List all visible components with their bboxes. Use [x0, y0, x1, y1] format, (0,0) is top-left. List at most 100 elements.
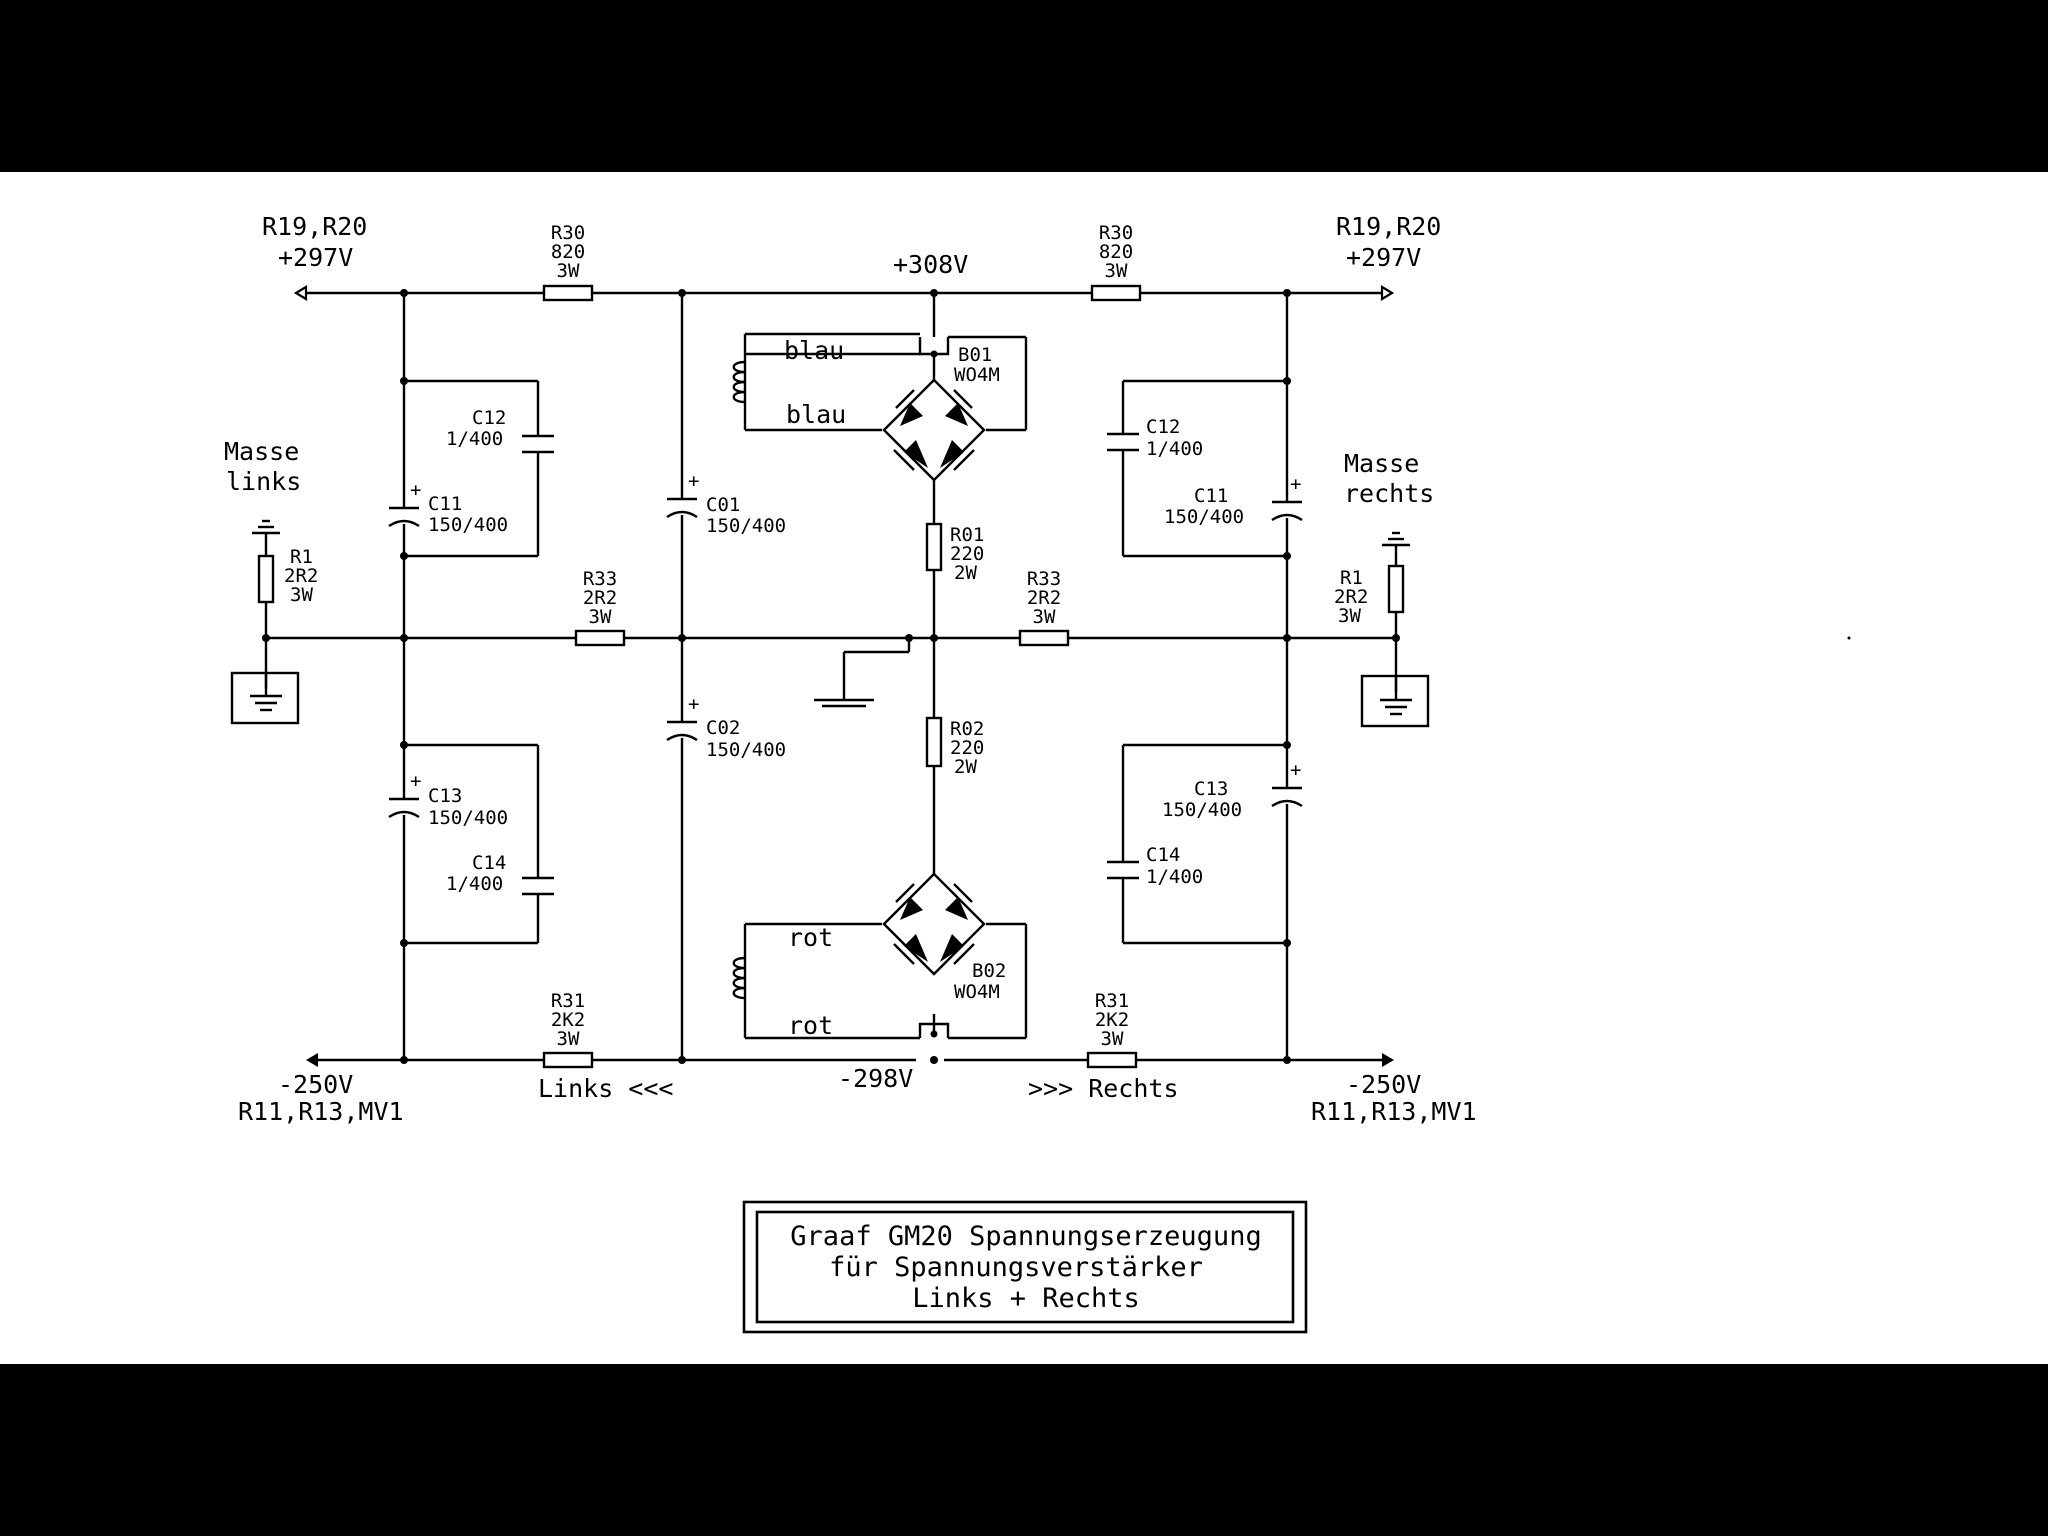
c14-left-value: 1/400: [446, 873, 503, 895]
ground-label-right-1: Masse: [1344, 449, 1419, 478]
terminal-plus297-right: [1380, 285, 1395, 301]
r31-right-power: 3W: [1101, 1028, 1124, 1050]
transformer-label-blau-bottom: blau: [786, 400, 846, 429]
r31-right-value: 2K2: [1095, 1009, 1129, 1031]
transformer-label-rot-top: rot: [788, 923, 833, 952]
r1-right-ref: R1: [1340, 567, 1363, 589]
net-voltage-bottom-right: -250V: [1346, 1070, 1421, 1099]
b02-ref: B02: [972, 960, 1006, 982]
r30-right-ref: R30: [1099, 222, 1133, 244]
capacitor-c12-left: [522, 434, 554, 454]
b02-type: WO4M: [954, 981, 1000, 1003]
resistor-r31-right: [1086, 1051, 1138, 1069]
wires: [264, 291, 1398, 1062]
r33-right-ref: R33: [1027, 568, 1061, 590]
junction-dots: [262, 289, 1851, 1064]
resistor-r31-left: [542, 1051, 594, 1069]
bridge-rectifier-b02: [882, 872, 986, 976]
net-voltage-top-left: +297V: [278, 243, 353, 272]
r01-power: 2W: [954, 562, 977, 584]
c13-left-value: 150/400: [428, 807, 508, 829]
c11-right-value: 150/400: [1164, 506, 1244, 528]
r02-value: 220: [950, 737, 984, 759]
terminal-minus250-right: [1382, 1053, 1394, 1067]
r1-left-value: 2R2: [284, 565, 318, 587]
capacitor-c13-left: [388, 797, 420, 819]
resistor-r33-right: [1018, 629, 1070, 647]
r33-left-ref: R33: [583, 568, 617, 590]
terminal-plus297-left: [293, 285, 308, 301]
c13-right-ref: C13: [1194, 778, 1228, 800]
r30-left-power: 3W: [557, 260, 580, 282]
r1-right-power: 3W: [1338, 605, 1361, 627]
r33-left-value: 2R2: [583, 587, 617, 609]
title-line-1: Graaf GM20 Spannungserzeugung: [790, 1221, 1261, 1252]
resistor-r01: [925, 522, 943, 572]
title-line-3: Links + Rechts: [912, 1283, 1140, 1314]
resistor-r1-left: [257, 554, 275, 604]
c01-ref: C01: [706, 494, 740, 516]
c13-right-value: 150/400: [1162, 799, 1242, 821]
ground-symbol-masse-left: [252, 519, 280, 535]
r30-left-ref: R30: [551, 222, 585, 244]
plus-c01: +: [688, 470, 699, 492]
capacitor-c11-left: [388, 506, 420, 528]
r30-right-power: 3W: [1105, 260, 1128, 282]
r33-right-value: 2R2: [1027, 587, 1061, 609]
schematic-diagram: + + + + + +: [224, 212, 1851, 1334]
transformer-winding-top: [732, 360, 746, 404]
resistor-r30-left: [542, 284, 594, 302]
capacitor-c02: [666, 720, 698, 742]
r02-ref: R02: [950, 718, 984, 740]
resistor-r02: [925, 716, 943, 768]
c13-left-ref: C13: [428, 785, 462, 807]
title-line-2: für Spannungsverstärker: [829, 1252, 1203, 1283]
net-voltage-top-right: +297V: [1346, 243, 1421, 272]
plus-c13-right: +: [1290, 759, 1301, 781]
net-ref-top-right: R19,R20: [1336, 212, 1441, 241]
chassis-ground-right: [1360, 674, 1430, 728]
ground-symbol-masse-right: [1382, 531, 1410, 547]
bridge-rectifier-b01: [882, 378, 986, 482]
resistor-r30-right: [1090, 284, 1142, 302]
net-ref-top-left: R19,R20: [262, 212, 367, 241]
resistor-r33-left: [574, 629, 626, 647]
capacitor-c14-left: [522, 876, 554, 896]
b01-ref: B01: [958, 344, 992, 366]
r1-left-ref: R1: [290, 546, 313, 568]
net-voltage-bottom-left: -250V: [278, 1070, 353, 1099]
r31-right-ref: R31: [1095, 990, 1129, 1012]
c01-value: 150/400: [706, 515, 786, 537]
r01-ref: R01: [950, 524, 984, 546]
bridge-rectifier-b02-diodes: [893, 883, 975, 965]
c02-ref: C02: [706, 717, 740, 739]
c12-left-ref: C12: [472, 407, 506, 429]
chassis-ground-left: [230, 671, 300, 725]
capacitor-c13-right: [1271, 786, 1303, 808]
capacitor-c12-right: [1107, 432, 1139, 452]
r33-right-power: 3W: [1033, 606, 1056, 628]
r31-left-power: 3W: [557, 1028, 580, 1050]
title-block: Graaf GM20 Spannungserzeugung für Spannu…: [742, 1200, 1308, 1334]
capacitor-c14-right: [1107, 860, 1139, 880]
capacitor-c01: [666, 497, 698, 519]
schematic-sheet: + + + + + +: [0, 172, 2048, 1364]
r33-left-power: 3W: [589, 606, 612, 628]
r31-left-value: 2K2: [551, 1009, 585, 1031]
ground-label-left-2: links: [226, 467, 301, 496]
r02-power: 2W: [954, 756, 977, 778]
net-voltage-center-bottom: -298V: [838, 1064, 913, 1093]
transformer-winding-bottom: [732, 956, 746, 1000]
net-ref-bottom-left: R11,R13,MV1: [238, 1097, 404, 1126]
c02-value: 150/400: [706, 739, 786, 761]
plus-c02: +: [688, 693, 699, 715]
capacitor-c11-right: [1271, 500, 1303, 522]
transformer-label-blau-top: blau: [784, 336, 844, 365]
net-ref-bottom-right: R11,R13,MV1: [1311, 1097, 1477, 1126]
r30-right-value: 820: [1099, 241, 1133, 263]
r1-left-power: 3W: [290, 584, 313, 606]
c12-right-value: 1/400: [1146, 438, 1203, 460]
ground-label-right-2: rechts: [1344, 479, 1434, 508]
c11-left-ref: C11: [428, 493, 462, 515]
